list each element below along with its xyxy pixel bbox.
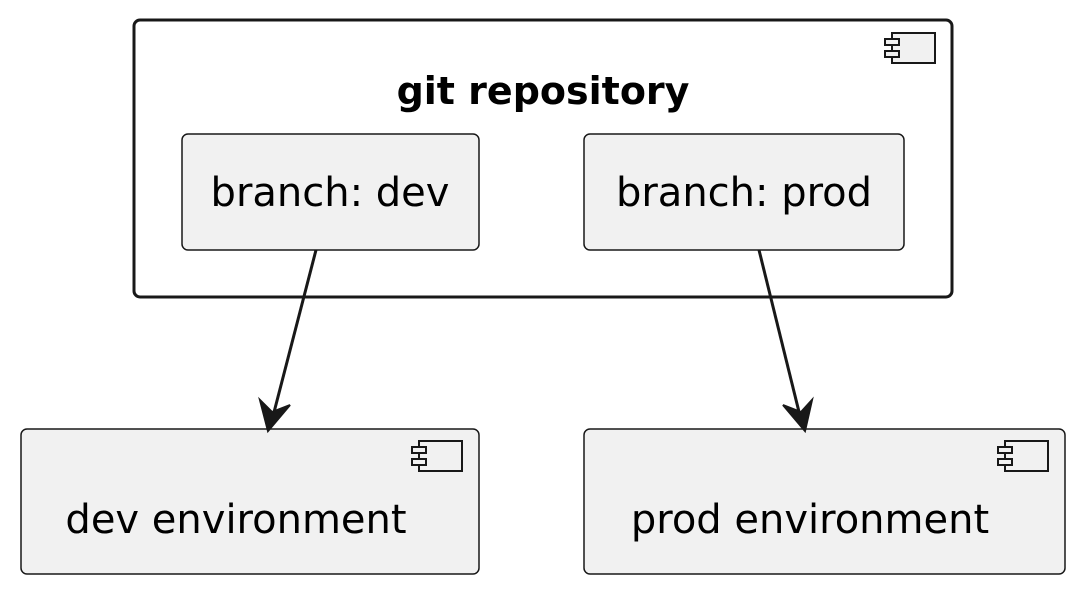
dev-environment-node[interactable]: dev environment bbox=[20, 428, 480, 575]
branch-prod-label: branch: prod bbox=[616, 170, 872, 216]
branch-prod-box bbox=[583, 133, 905, 251]
edge-dev-arrowhead bbox=[258, 396, 291, 434]
edge-dev bbox=[258, 249, 318, 434]
container-title: git repository bbox=[397, 69, 690, 113]
dev-environment-label: dev environment bbox=[65, 497, 406, 543]
component-icon bbox=[884, 32, 936, 64]
component-icon bbox=[997, 440, 1049, 472]
edge-prod-arrowhead bbox=[782, 396, 814, 434]
edge-prod bbox=[757, 249, 814, 434]
component-icon bbox=[411, 440, 463, 472]
edge-dev-line bbox=[270, 249, 318, 421]
dev-environment-box bbox=[20, 428, 480, 575]
branch-prod-node[interactable]: branch: prod bbox=[583, 133, 905, 251]
prod-environment-box bbox=[583, 428, 1066, 575]
prod-environment-node[interactable]: prod environment bbox=[583, 428, 1066, 575]
branch-dev-box bbox=[181, 133, 480, 251]
branch-dev-node[interactable]: branch: dev bbox=[181, 133, 480, 251]
edge-prod-line bbox=[757, 249, 803, 421]
branch-dev-label: branch: dev bbox=[211, 170, 450, 216]
prod-environment-label: prod environment bbox=[631, 497, 989, 543]
